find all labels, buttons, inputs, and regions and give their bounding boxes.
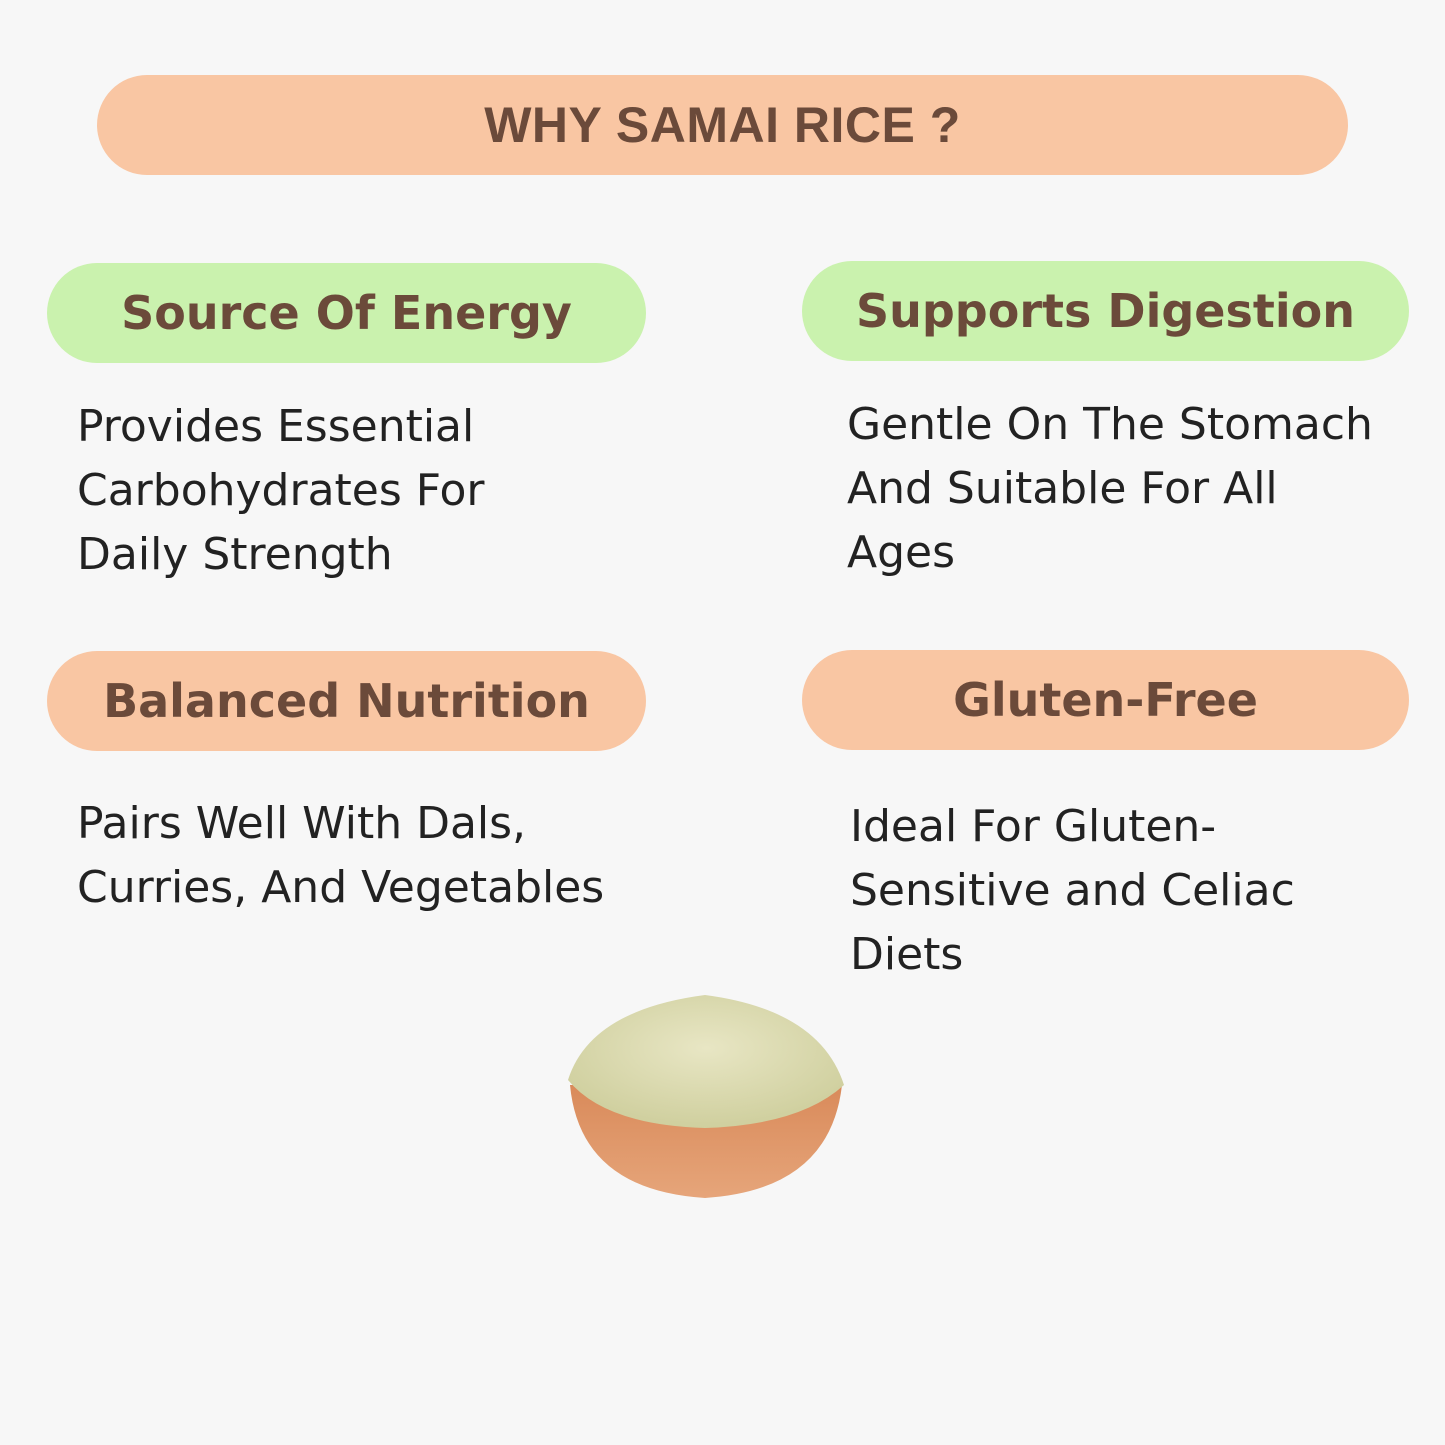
benefit-heading-energy: Source Of Energy [47, 263, 646, 363]
page-title: WHY SAMAI RICE ? [97, 75, 1348, 175]
benefit-heading-digestion: Supports Digestion [802, 261, 1409, 361]
rice-bowl-image [568, 995, 844, 1198]
benefit-text-energy: Provides Essential Carbohydrates For Dai… [77, 401, 485, 580]
benefit-heading-nutrition: Balanced Nutrition [47, 651, 646, 751]
benefit-text-nutrition: Pairs Well With Dals, Curries, And Veget… [77, 798, 605, 913]
benefit-text-digestion: Gentle On The Stomach And Suitable For A… [847, 399, 1373, 578]
benefit-text-gluten-free: Ideal For Gluten- Sensitive and Celiac D… [850, 801, 1295, 980]
benefit-heading-gluten-free: Gluten-Free [802, 650, 1409, 750]
